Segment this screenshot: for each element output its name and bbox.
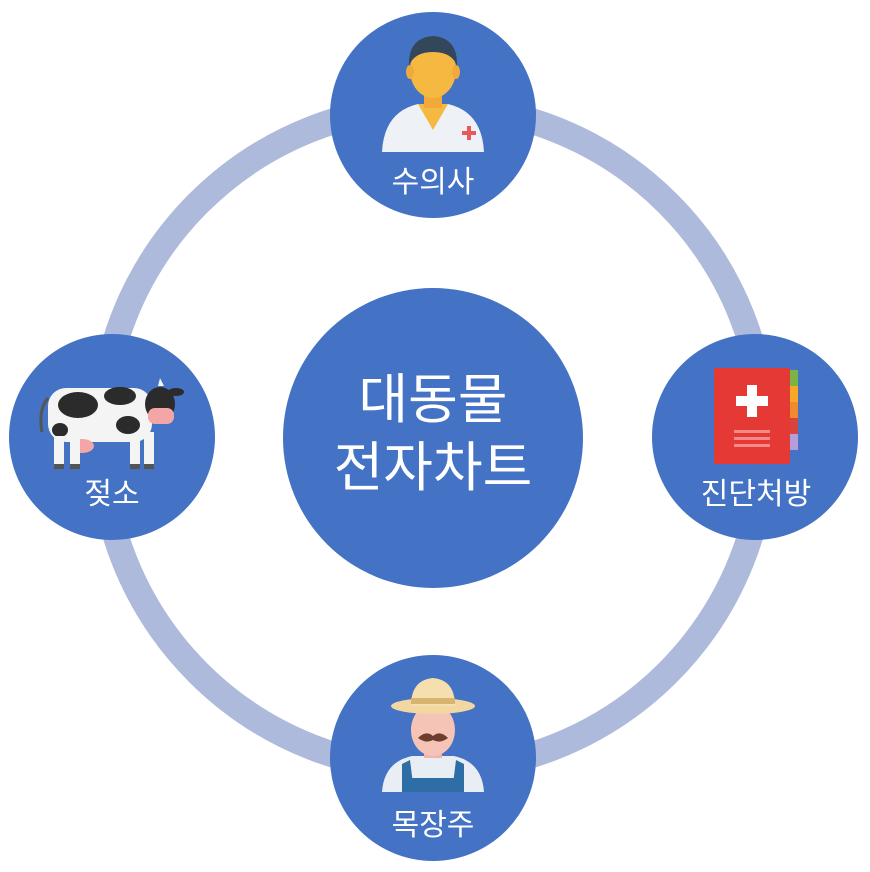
- node-diagnosis-prescription: 진단처방: [652, 334, 858, 540]
- node-label-diagnosis-prescription: 진단처방: [701, 477, 811, 512]
- node-farm-owner: 목장주: [330, 655, 536, 861]
- center-title-line1: 대동물: [358, 368, 507, 431]
- node-label-dairy-cow: 젖소: [84, 477, 139, 512]
- center-node: 대동물 전자차트: [283, 288, 583, 588]
- dairy-cow-icon: [39, 378, 184, 469]
- node-veterinarian: 수의사: [330, 12, 536, 218]
- center-title-line2: 전자차트: [334, 436, 533, 499]
- medical-record-book-icon: [714, 368, 798, 464]
- node-label-veterinarian: 수의사: [392, 165, 475, 200]
- node-label-farm-owner: 목장주: [392, 808, 475, 843]
- node-dairy-cow: 젖소: [9, 334, 215, 540]
- farmer-icon: [382, 678, 484, 792]
- veterinarian-icon: [382, 36, 484, 152]
